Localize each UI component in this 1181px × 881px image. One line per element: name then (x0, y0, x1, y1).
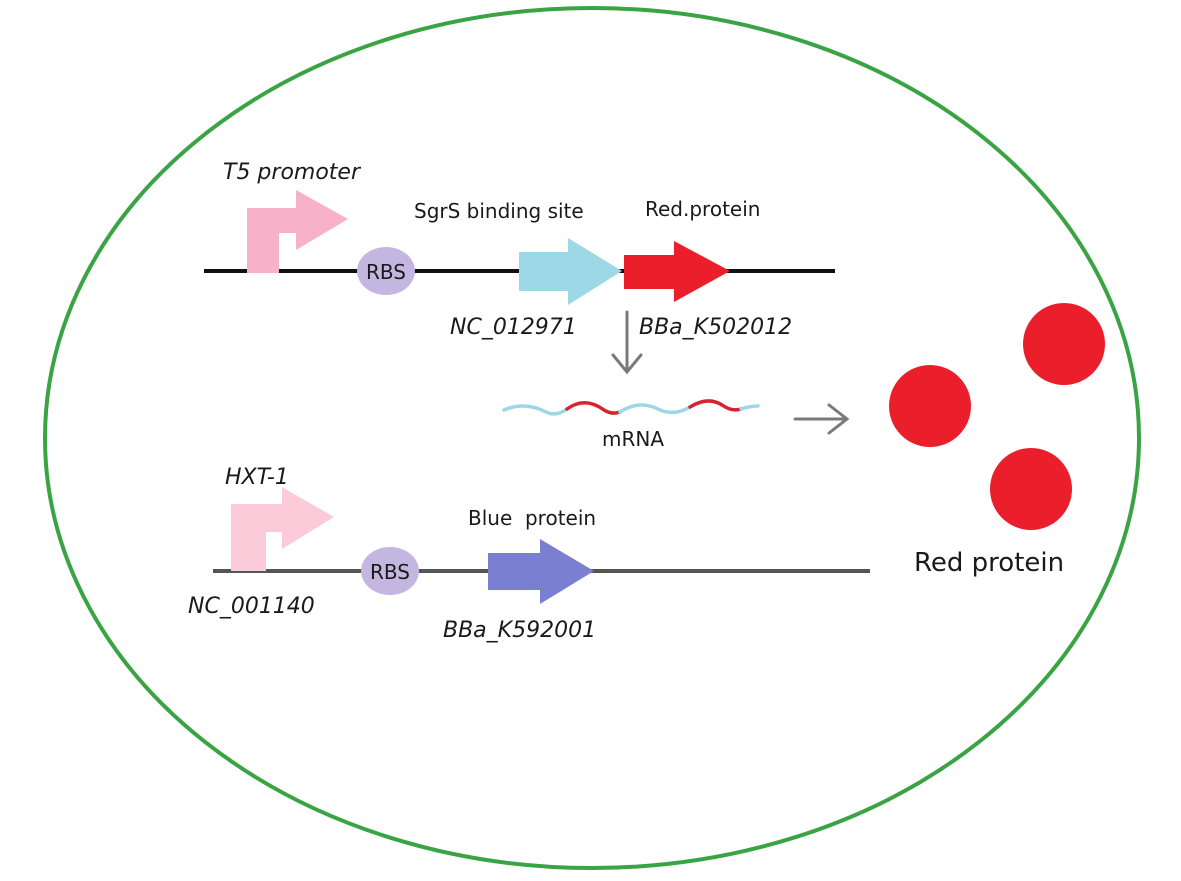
red-protein-dot-1 (1023, 303, 1105, 385)
red-protein-dot-3 (990, 448, 1072, 530)
blue-protein-gene-arrow (488, 539, 594, 604)
red-protein-part-label: BBa_K502012 (639, 315, 792, 340)
red-protein-gene-arrow (624, 241, 730, 302)
rbs-bottom-label: RBS (370, 560, 410, 584)
sgrs-accession-label: NC_012971 (450, 315, 577, 340)
translation-arrow (793, 403, 850, 435)
rbs-top-label: RBS (366, 260, 406, 284)
red-protein-dot-2 (889, 365, 971, 447)
t5-promoter-label: T5 promoter (223, 160, 362, 185)
hxt1-accession-label: NC_001140 (188, 594, 315, 619)
hxt1-promoter-arrow (231, 487, 334, 571)
blue-protein-gene-label: Blue protein (468, 506, 596, 530)
sgrs-binding-site-arrow (519, 238, 622, 305)
sgrs-binding-site-label: SgrS binding site (414, 199, 584, 223)
mrna-label: mRNA (602, 427, 664, 451)
red-protein-output-label: Red protein (914, 548, 1064, 578)
blue-protein-part-label: BBa_K592001 (443, 618, 596, 643)
rbs-bottom (361, 547, 419, 595)
transcription-arrow (611, 310, 643, 375)
red-protein-gene-label: Red.protein (645, 197, 760, 221)
hxt1-promoter-label: HXT-1 (225, 465, 289, 490)
mrna-strand (502, 399, 760, 416)
cell-membrane (43, 6, 1141, 870)
rbs-top (357, 247, 415, 295)
t5-promoter-arrow (247, 190, 348, 273)
